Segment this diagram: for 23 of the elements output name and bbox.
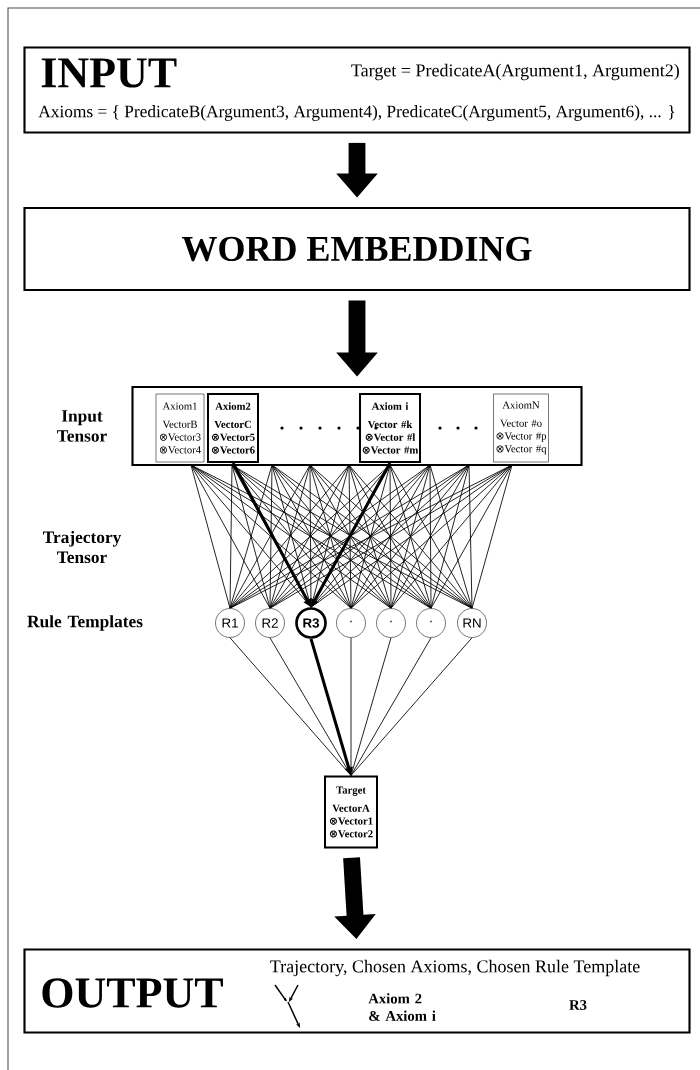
row-label: Trajectory Tensor — [43, 530, 122, 564]
result-text: R3 — [569, 1000, 587, 1010]
arrow — [231, 462, 311, 607]
connector-line — [229, 637, 352, 776]
connector-fan — [190, 464, 513, 609]
connector-line — [350, 637, 392, 776]
target-card: Target VectorA ⊗Vector1 ⊗Vector2 — [324, 775, 378, 849]
heading: WORD EMBEDDING — [182, 236, 532, 262]
row-label: Input Tensor — [57, 410, 107, 442]
connector-line — [350, 637, 432, 776]
connector-line — [350, 637, 352, 776]
formula-text: Target = PredicateA(Argument1, Argument2) — [351, 63, 679, 81]
row-label: Rule Templates — [27, 615, 143, 631]
result-text: Axiom 2 & Axiom i — [368, 993, 436, 1021]
caption-text: Trajectory, Chosen Axioms, Chosen Rule Template — [270, 959, 640, 977]
axiom-card: AxiomN Vector #o ⊗Vector #p ⊗Vector #q — [493, 393, 549, 463]
heading: INPUT — [41, 58, 177, 88]
connector-line — [350, 637, 473, 776]
heading: OUTPUT — [42, 978, 223, 1008]
formula-text: Axioms = { PredicateB(Argument3, Argument4), PredicateC(Argument5, Argument6), ... } — [38, 105, 675, 121]
axiom-card: Axiom1 VectorB ⊗Vector3 ⊗Vector4 — [155, 393, 205, 463]
axiom-card: Axiom i Vector #k ⊗Vector #l ⊗Vector #m — [359, 393, 421, 463]
axiom-card: Axiom2 VectorC ⊗Vector5 ⊗Vector6 — [207, 393, 259, 463]
